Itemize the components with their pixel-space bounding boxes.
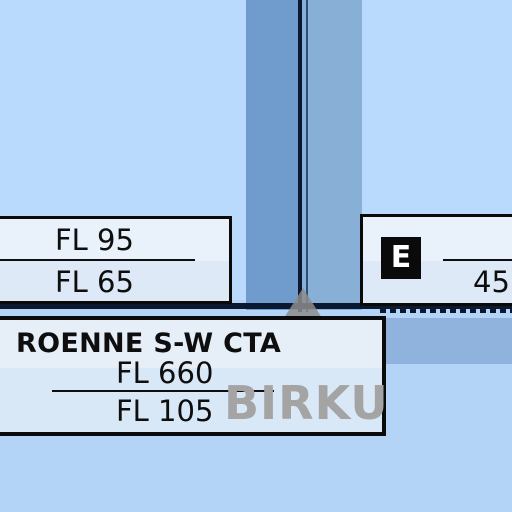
airway-corridor-shade (246, 0, 298, 310)
cta-label-box[interactable]: ROENNE S-W CTA FL 660 FL 105 (0, 316, 386, 436)
sector-label-box-left[interactable]: FL 95 FL 65 (0, 216, 232, 304)
airspace-boundary-dashed (380, 309, 512, 313)
airspace-area-shaded (384, 318, 512, 364)
cta-lower-limit-label: FL 105 (116, 394, 214, 428)
cta-name-label: ROENNE S-W CTA (16, 328, 282, 359)
cta-upper-limit-label: FL 660 (116, 356, 214, 390)
airspace-boundary-vertical (298, 0, 302, 312)
airspace-class-badge: E (381, 237, 421, 279)
cta-limits-band (0, 368, 382, 432)
waypoint-name-label[interactable]: BIRKU (224, 376, 389, 430)
airspace-boundary-vertical-secondary (306, 0, 308, 312)
limit-divider (443, 259, 512, 261)
airspace-boundary-horizontal (0, 303, 512, 309)
cta-name-band (0, 320, 382, 368)
limit-divider (52, 390, 274, 392)
sector-label-upper-band (0, 219, 229, 261)
lower-limit-label: FL 65 (55, 265, 134, 299)
upper-limit-label: FL 95 (55, 223, 134, 257)
lower-limit-label: 45 (473, 265, 510, 299)
limit-divider (0, 259, 195, 261)
sector-label-box-right[interactable]: E 45 (360, 214, 512, 306)
